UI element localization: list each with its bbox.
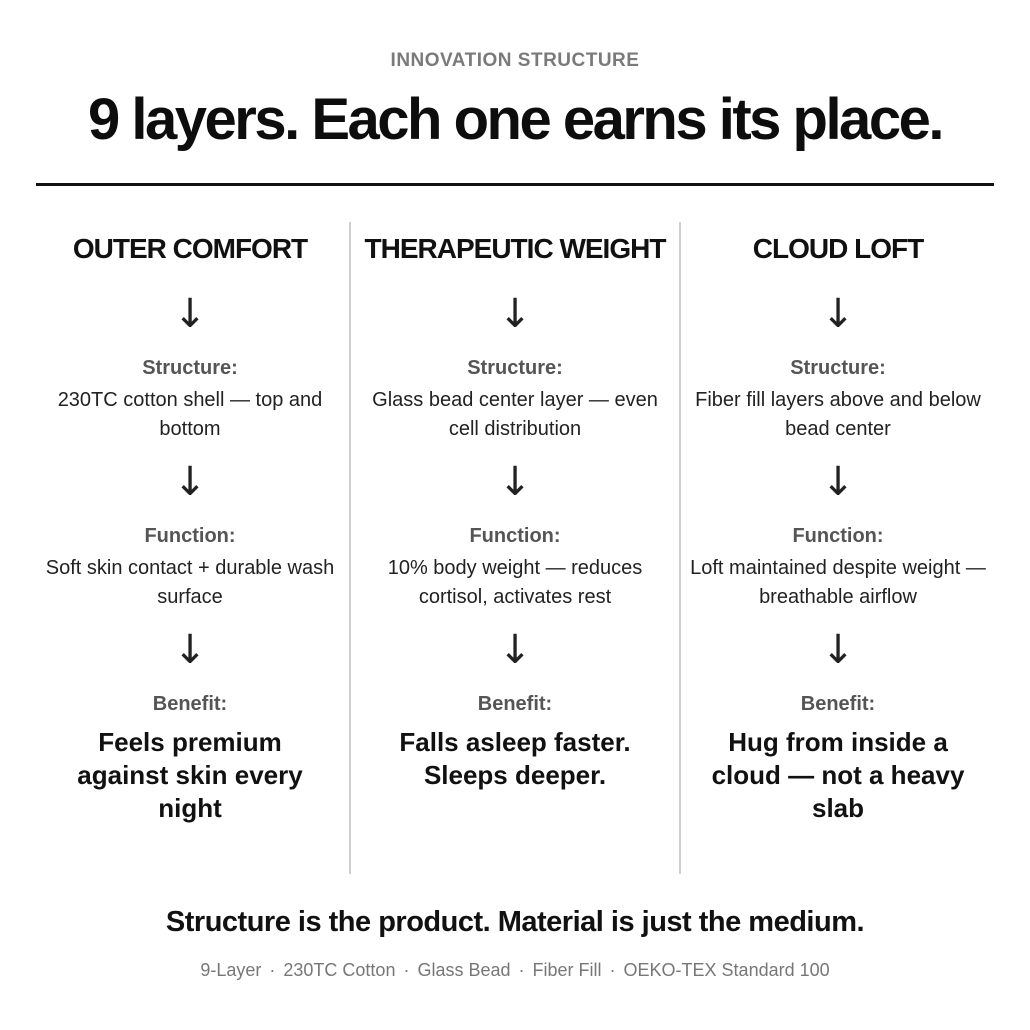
- column-divider: [349, 222, 351, 874]
- spec-item: 9-Layer: [200, 960, 262, 980]
- spec-item: Glass Bead: [417, 960, 511, 980]
- column-title: OUTER COMFORT: [72, 233, 308, 264]
- structure-text: Glass bead center layer — even cell dist…: [372, 389, 658, 440]
- spec-item: 230TC Cotton: [283, 960, 396, 980]
- structure-text: Fiber fill layers above and below bead c…: [695, 389, 981, 440]
- function-text: Loft maintained despite weight — breatha…: [690, 557, 986, 608]
- structure-label: Structure:: [467, 357, 563, 379]
- down-arrow-icon: ↓: [821, 627, 855, 673]
- spec-item: OEKO-TEX Standard 100: [623, 960, 830, 980]
- function-text: 10% body weight — reduces cortisol, acti…: [387, 557, 643, 608]
- column-cloud-loft: CLOUD LOFT ↓ Structure: Fiber fill layer…: [678, 222, 998, 882]
- spec-separator: ·: [518, 960, 525, 980]
- function-label: Function:: [792, 525, 884, 547]
- benefit-text: Hug from inside a cloud — not a heavy sl…: [711, 727, 965, 823]
- spec-list: 9-Layer · 230TC Cotton · Glass Bead · Fiber Fi…: [0, 960, 1030, 981]
- benefit-label: Benefit:: [152, 693, 228, 715]
- benefit-label: Benefit:: [477, 693, 553, 715]
- structure-text: 230TC cotton shell — top and bottom: [57, 389, 323, 440]
- benefit-label: Benefit:: [800, 693, 876, 715]
- down-arrow-icon: ↓: [821, 291, 855, 337]
- spec-item: Fiber Fill: [532, 960, 602, 980]
- benefit-text: Falls asleep faster. Sleeps deeper.: [399, 727, 631, 790]
- down-arrow-icon: ↓: [498, 459, 532, 505]
- column-title: CLOUD LOFT: [752, 233, 924, 264]
- down-arrow-icon: ↓: [173, 291, 207, 337]
- column-divider: [679, 222, 681, 874]
- function-label: Function:: [144, 525, 236, 547]
- column-title: THERAPEUTIC WEIGHT: [364, 233, 667, 264]
- function-label: Function:: [469, 525, 561, 547]
- spec-separator: ·: [269, 960, 276, 980]
- down-arrow-icon: ↓: [498, 627, 532, 673]
- structure-label: Structure:: [790, 357, 886, 379]
- benefit-text: Feels premium against skin every night: [77, 727, 303, 823]
- page-title: 9 layers. Each one earns its place.: [88, 87, 944, 152]
- structure-label: Structure:: [142, 357, 238, 379]
- down-arrow-icon: ↓: [173, 459, 207, 505]
- column-outer-comfort: OUTER COMFORT ↓ Structure: 230TC cotton …: [30, 222, 350, 882]
- function-text: Soft skin contact + durable wash surface: [45, 557, 335, 608]
- spec-separator: ·: [609, 960, 616, 980]
- down-arrow-icon: ↓: [821, 459, 855, 505]
- down-arrow-icon: ↓: [173, 627, 207, 673]
- column-therapeutic-weight: THERAPEUTIC WEIGHT ↓ Structure: Glass be…: [355, 222, 675, 882]
- spec-separator: ·: [403, 960, 410, 980]
- header-divider: [36, 183, 994, 186]
- eyebrow-label: INNOVATION STRUCTURE: [390, 50, 640, 71]
- tagline: Structure is the product. Material is ju…: [165, 906, 865, 938]
- down-arrow-icon: ↓: [498, 291, 532, 337]
